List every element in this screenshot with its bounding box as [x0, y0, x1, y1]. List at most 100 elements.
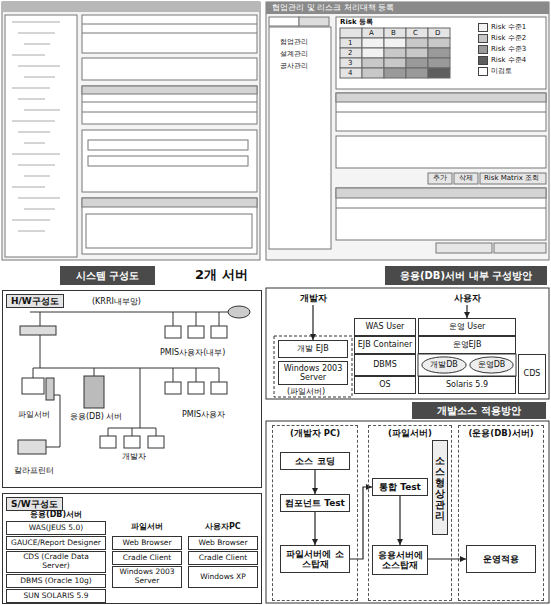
drawing-stroke [336, 188, 546, 240]
drawing-stroke [82, 24, 257, 25]
drawing-stroke [12, 187, 45, 188]
drawing-stroke [24, 176, 50, 177]
node-text: 컴포넌트 Test [285, 498, 345, 508]
hw-network [18, 306, 250, 454]
drawing-stroke [88, 156, 248, 166]
actor-label: 개발자 [293, 291, 333, 305]
node-text: Solaris 5.9 [446, 380, 488, 389]
legend-entry: Risk 수준4 [478, 55, 526, 65]
drawing-stroke [82, 198, 257, 207]
flow-arrow [314, 512, 315, 545]
legend-text: Risk 수준3 [491, 44, 526, 54]
node-text: Cradle Client [199, 554, 247, 563]
legend-text: Risk 수준1 [491, 22, 526, 32]
drawing-stroke [5, 15, 77, 257]
legend-entry: Risk 수준3 [478, 44, 526, 54]
drawing-stroke [340, 48, 362, 58]
tree-lines [12, 22, 60, 231]
drawing-stroke [266, 2, 549, 260]
drawing-stroke [428, 48, 450, 58]
node-text: WAS User [366, 322, 405, 331]
drawing-stroke [18, 231, 45, 232]
database-ellipse: 운영DB [469, 356, 514, 374]
legend-entry: Risk 수준2 [478, 33, 526, 43]
drawing-stroke [30, 312, 228, 313]
drawing-stroke [406, 38, 428, 48]
node-text: Windows XP [200, 573, 246, 582]
legend-entry: Risk 수준1 [478, 22, 526, 32]
drawing-stroke [188, 326, 204, 338]
node-text: 사용자 [454, 293, 481, 303]
node-text: (운용(DB)서버) [468, 429, 533, 439]
drawing-stroke [266, 288, 549, 399]
screenshot-left [2, 2, 260, 260]
drawing-stroke [24, 110, 60, 111]
component-box: GAUCE/Report Designer [6, 536, 106, 550]
drawing-stroke [340, 38, 362, 48]
drawing-stroke [362, 58, 384, 68]
risk-matrix [340, 28, 450, 78]
node-text: (파일서버) [388, 429, 432, 439]
component-box: 통합 Test [372, 478, 428, 496]
node-text: CDS [524, 369, 541, 378]
drawing-stroke [219, 368, 220, 382]
component-box: WAS User [354, 318, 416, 336]
drawing-stroke [82, 130, 257, 192]
drawing-stroke [82, 58, 257, 80]
component-box: 응용서버에 소스탑재 [372, 545, 428, 575]
drawing-stroke [336, 17, 546, 89]
label-text: 공사관리 [280, 62, 308, 70]
drawing-stroke [84, 376, 104, 408]
flow-arrow [466, 305, 467, 318]
node-text: CDS (Cradle Data Server) [9, 553, 103, 570]
drawing-stroke [211, 326, 227, 338]
label-text: 개발자 [122, 452, 146, 461]
drawing-stroke [384, 58, 406, 68]
component-box: 운영적용 [466, 545, 536, 573]
ellipse-outline [422, 357, 466, 373]
node-text: 운영EJB [453, 340, 482, 349]
drawing-stroke [406, 58, 428, 68]
flow-arrow [312, 305, 313, 340]
panel-frames [266, 288, 549, 603]
node-text: 운영 User [449, 322, 486, 331]
label-text: D [435, 29, 440, 37]
label-text: 2개 서버 [195, 268, 248, 283]
label-text: 2 [348, 49, 352, 57]
group-box: (파일서버)소스형상관리 통합 Test 응용서버에 소스탑재 [368, 425, 452, 601]
drawing-stroke [88, 140, 248, 150]
legend-swatch [478, 45, 488, 54]
label-text: C [413, 29, 418, 37]
component-box: Web Browser [112, 536, 182, 550]
drawing-stroke [336, 93, 546, 102]
component-box: WAS(JEUS 5.0) [6, 521, 106, 535]
component-box: Solaris 5.9 [418, 376, 516, 394]
node-text: 개발소스 적용방안 [437, 405, 520, 417]
drawing-stroke [454, 173, 478, 184]
vertical-bar: 소스형상관리 [432, 440, 448, 535]
component-box: DBMS [354, 354, 416, 376]
component-box: SUN SOLARIS 5.9 [6, 589, 106, 603]
legend-swatch [478, 34, 488, 43]
drawing-stroke [336, 188, 546, 198]
node-text: EJB Container [358, 340, 413, 349]
drawing-stroke [124, 436, 140, 448]
component-box: DBMS (Oracle 10g) [6, 574, 106, 588]
node-text: 통합 Test [379, 482, 421, 492]
component-box: EJB Container [354, 336, 416, 354]
actor-label: 사용자 [447, 291, 487, 305]
label-text: A [369, 29, 374, 37]
drawing-stroke [196, 368, 197, 382]
label-text: (KRRI내부망) [92, 297, 141, 306]
node-text: 개발DB [430, 360, 458, 369]
component-box: 소스 코딩 [280, 452, 350, 470]
drawing-stroke [82, 112, 257, 113]
label-text: 삭제 [459, 174, 473, 182]
drawing-stroke [82, 86, 257, 124]
node-text: DBMS [373, 360, 397, 369]
label-text: 3 [348, 59, 352, 67]
drawing-stroke [165, 382, 181, 394]
drawing-stroke [269, 17, 299, 26]
drawing-stroke [428, 38, 450, 48]
label-text: 설계관리 [280, 50, 308, 58]
